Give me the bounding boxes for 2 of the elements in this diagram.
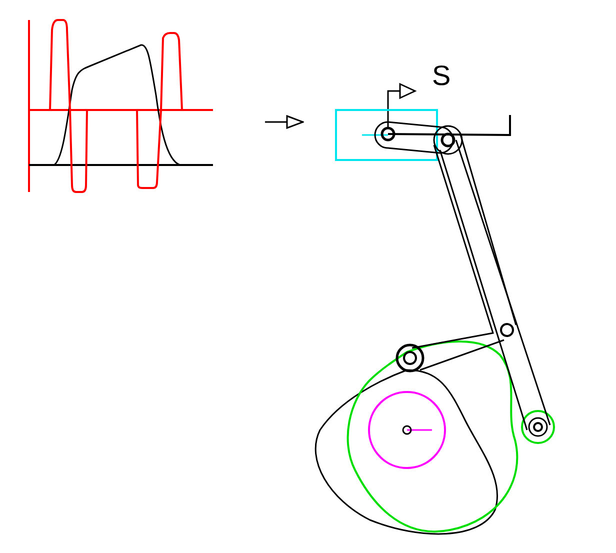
displacement-label: S — [432, 62, 451, 90]
arrow — [265, 115, 304, 129]
